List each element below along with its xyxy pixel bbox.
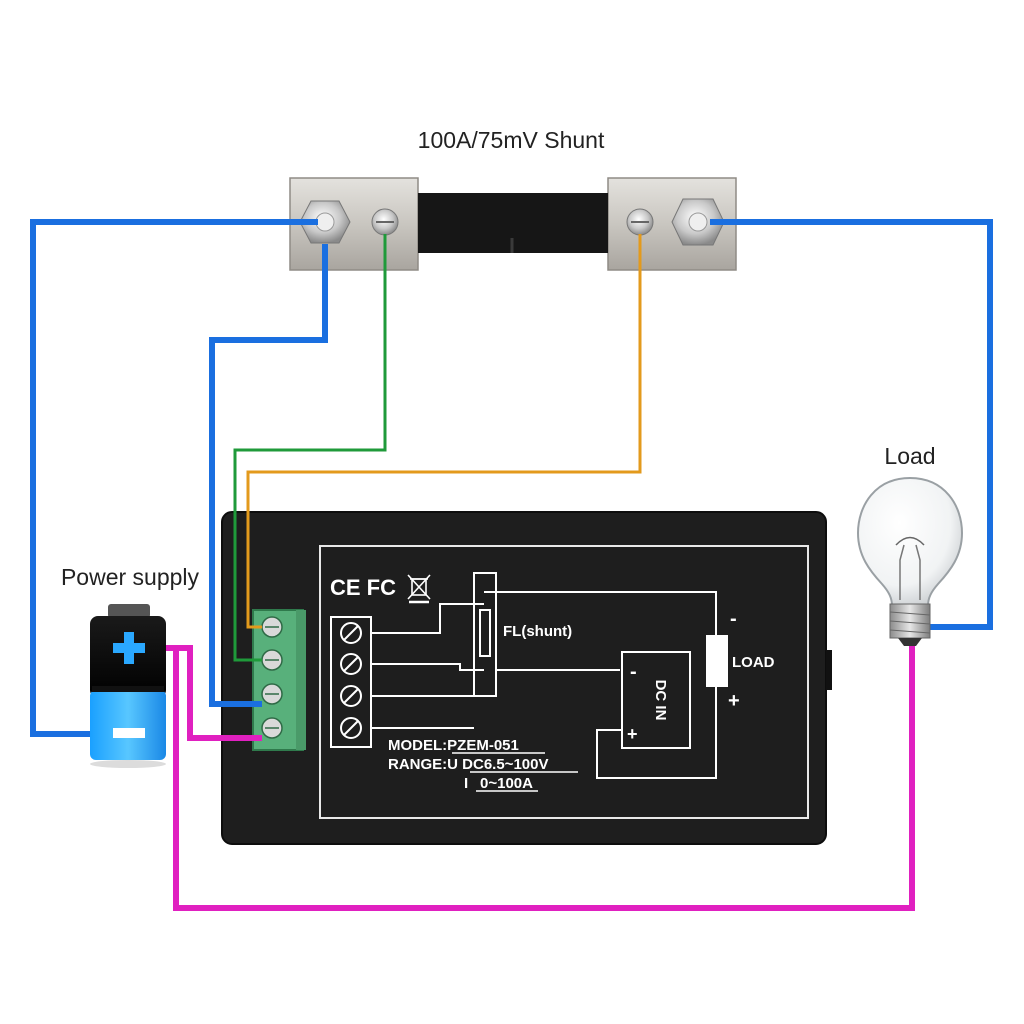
dc-in-minus-sign: -: [630, 661, 637, 683]
shunt-label: 100A/75mV Shunt: [418, 127, 605, 153]
dc-in-plus-sign: +: [627, 724, 638, 744]
current-range-prefix: I: [464, 775, 468, 792]
load-label: Load: [884, 443, 935, 469]
wire-orange-sense: [246, 234, 642, 629]
shunt-resistor-icon: [289, 177, 737, 271]
green-terminal-block: [252, 609, 306, 751]
battery-icon: [90, 604, 166, 768]
crossed-bin-icon: [407, 574, 431, 604]
voltage-range-label: RANGE:U DC6.5~100V: [388, 756, 548, 773]
dc-in-label: DC IN: [652, 680, 669, 721]
fl-shunt-label: FL(shunt): [503, 623, 572, 640]
current-range-label: 0~100A: [480, 775, 533, 792]
power-supply-label: Power supply: [61, 564, 200, 590]
certification-marks: CE FC: [330, 575, 396, 600]
load-plus-sign: +: [728, 690, 740, 712]
shunt-sense-screw-right: [626, 208, 654, 236]
wire-blue-right: [710, 219, 993, 630]
panel-terminal-block: [330, 616, 372, 748]
panel-schematic: [371, 572, 728, 779]
model-label: MODEL:PZEM-051: [388, 737, 519, 754]
shunt-sense-screw-left: [371, 208, 399, 236]
pzem-meter: CE FC: [221, 511, 832, 845]
wire-magenta-load: [160, 640, 915, 911]
shunt-bolt-right: [671, 198, 725, 246]
wire-green-sense: [233, 234, 387, 662]
wire-blue-shunt-to-meter: [209, 244, 328, 707]
load-terminal-label: LOAD: [732, 654, 775, 671]
load-minus-sign: -: [730, 608, 737, 630]
light-bulb-icon: [856, 476, 964, 646]
wire-blue-left: [30, 219, 318, 737]
shunt-bolt-left: [299, 200, 351, 244]
